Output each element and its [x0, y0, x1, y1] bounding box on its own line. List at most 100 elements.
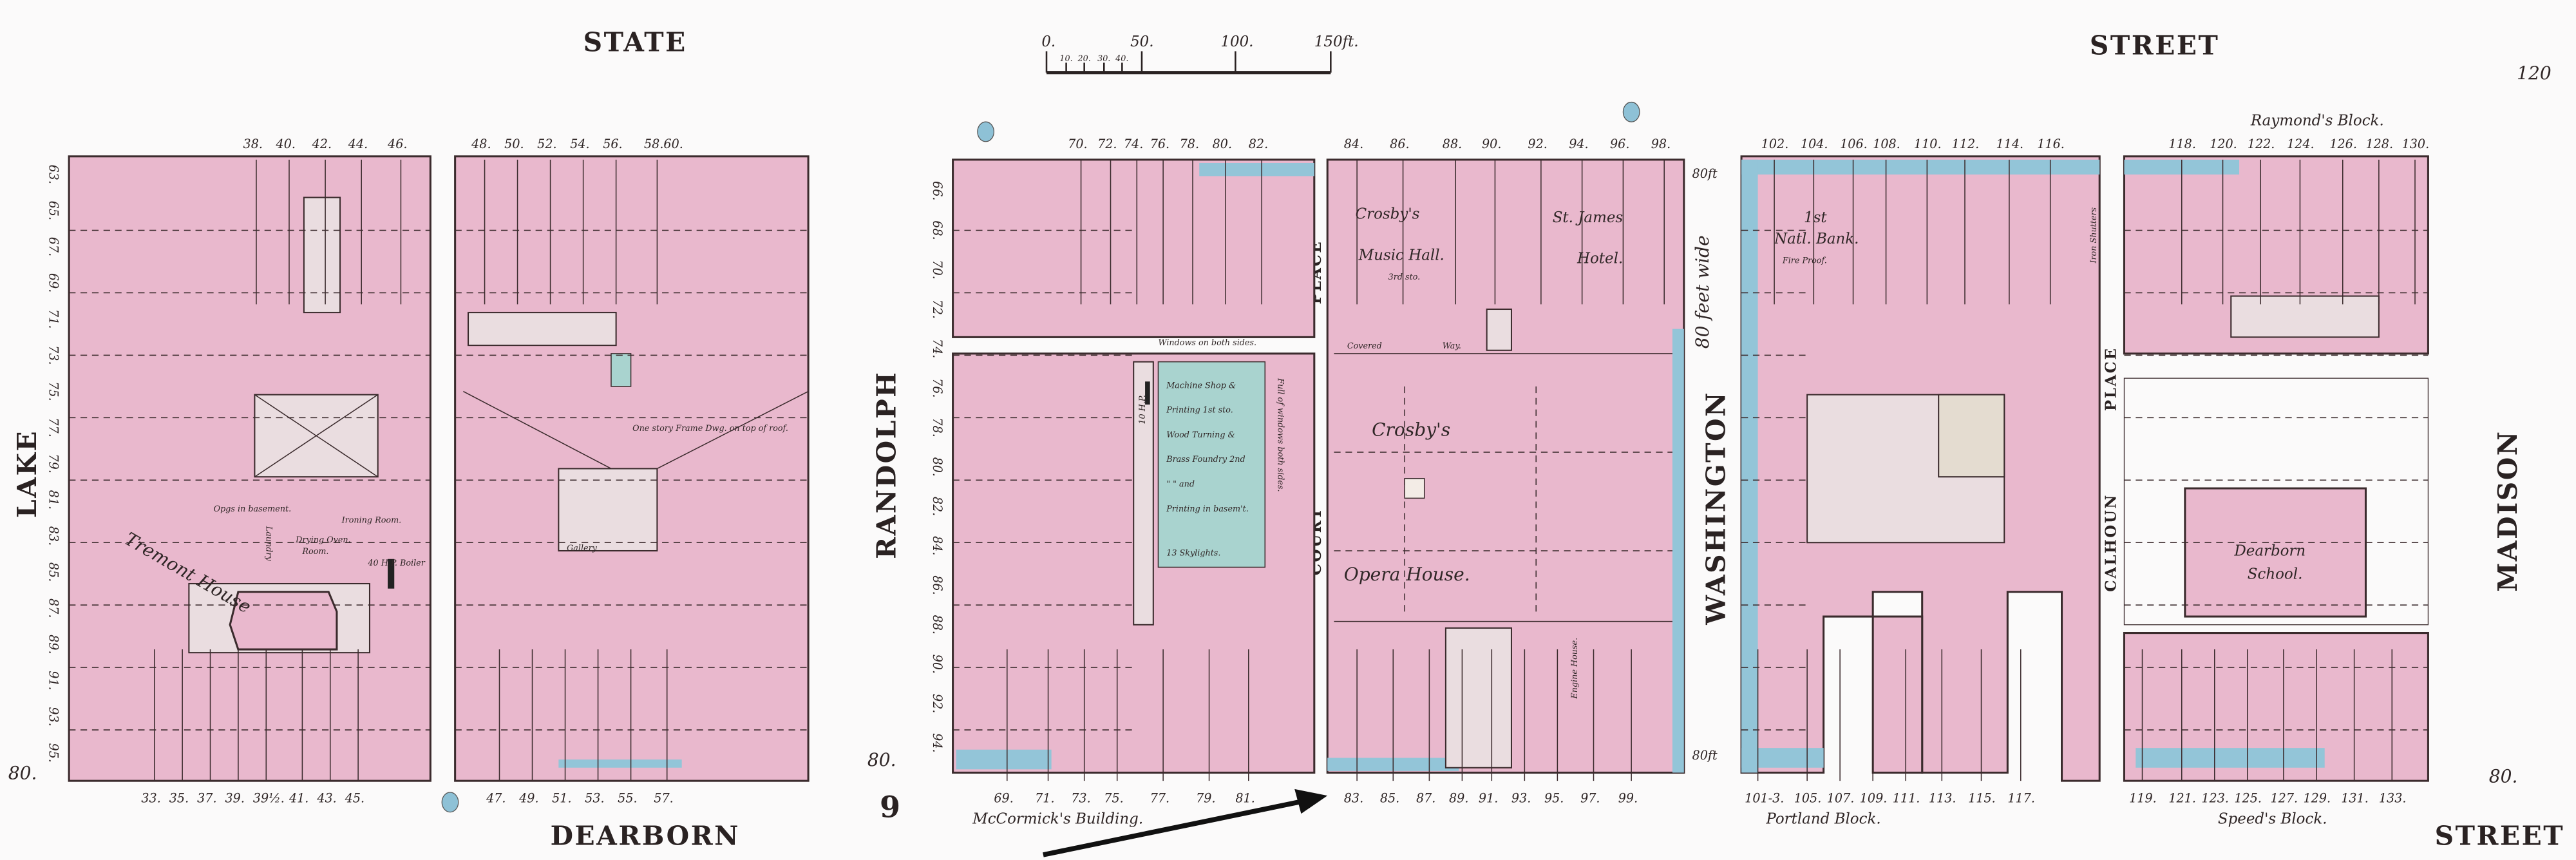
label-laundry: Laundry [263, 526, 273, 562]
house-number: 72. [1097, 137, 1117, 151]
house-number: 87. [1416, 790, 1435, 805]
hydrant-icon [977, 121, 995, 142]
house-number: 84. [930, 536, 945, 555]
corner-number: 120 [2517, 62, 2552, 84]
house-number: 97. [1580, 790, 1600, 805]
street-lake: LAKE [12, 430, 43, 518]
house-number: 89. [46, 635, 61, 654]
house-number: 90. [1482, 137, 1501, 151]
label-bank-1st: 1st [1804, 209, 1827, 226]
street-place-right: PLACE [2103, 347, 2120, 411]
house-number: 47. [486, 790, 506, 805]
house-number: 121. [2168, 790, 2196, 805]
machine-shop-notes: Machine Shop &Printing 1st sto.Wood Turn… [1166, 381, 1249, 558]
house-number: 94. [930, 733, 945, 752]
house-number: 129. [2304, 790, 2331, 805]
house-number: 35. [169, 790, 189, 805]
label-dearborn-school: Dearborn [2233, 543, 2306, 560]
house-number: 45. [345, 790, 365, 805]
house-number: 78. [1180, 137, 1199, 151]
label-engine-house: Engine House. [1570, 638, 1580, 700]
label-machine-shop: Brass Foundry 2nd [1166, 455, 1245, 464]
house-number: 105. [1794, 790, 1822, 805]
house-number: 56. [603, 137, 622, 151]
house-number: 55. [618, 790, 637, 805]
house-number: 65. [46, 201, 61, 220]
label-machine-shop: Machine Shop & [1166, 381, 1236, 390]
hydrant-icon [441, 792, 459, 813]
house-number: 51. [552, 790, 571, 805]
house-number: 70. [1068, 137, 1087, 151]
house-number: 85. [1380, 790, 1399, 805]
house-number: 98. [1651, 137, 1671, 151]
house-number: 88. [1443, 137, 1462, 151]
house-number: 91. [46, 671, 61, 690]
street-bottom: STREET [2435, 821, 2565, 852]
house-number: 90. [930, 655, 945, 674]
scale-150: 150ft. [1314, 33, 1359, 50]
house-number: 102. [1761, 137, 1789, 151]
house-number: 69. [46, 273, 61, 292]
house-number: 53. [585, 790, 604, 805]
house-number: 119. [2129, 790, 2157, 805]
label-ironing-room: Ironing Room. [341, 516, 402, 526]
house-number: 66. [930, 181, 945, 200]
house-number: 108. [1873, 137, 1900, 151]
house-numbers-top: 38.40.42.44.46.48.50.52.54.56.58.60.70.7… [243, 137, 2430, 151]
label-portland-block: Portland Block. [1765, 810, 1880, 827]
house-number: 41. [289, 790, 308, 805]
house-number: 79. [46, 454, 61, 473]
scale-bar: 0. 50. 100. 150ft. 10. 20. 30. 40. [1041, 33, 1359, 75]
house-number: 117. [2007, 790, 2035, 805]
house-number: 75. [1104, 790, 1123, 805]
house-number: 77. [46, 417, 61, 437]
house-number: 109. [1860, 790, 1888, 805]
scale-100: 100. [1220, 33, 1253, 50]
block-dearborn-school: Dearborn School. Raymond's Block. [2123, 112, 2429, 782]
house-number: 43. [316, 790, 336, 805]
house-number: 75. [46, 381, 61, 401]
house-number: 130. [2402, 137, 2430, 151]
house-number: 85. [46, 562, 61, 582]
house-number: 67. [46, 237, 61, 256]
house-number: 101-3. [1745, 790, 1784, 805]
street-top: STREET [2090, 30, 2220, 61]
house-number: 107. [1827, 790, 1855, 805]
house-number: 104. [1801, 137, 1828, 151]
label-machine-shop: " " and [1166, 480, 1195, 490]
label-speeds-block: Speed's Block. [2218, 810, 2327, 827]
house-number: 96. [1610, 137, 1629, 151]
label-machine-shop: 13 Skylights. [1166, 549, 1220, 559]
label-machine-shop: Printing in basem't. [1166, 504, 1249, 514]
house-number: 92. [1528, 137, 1547, 151]
house-number: 91. [1479, 790, 1498, 805]
street-width: 80ft [1692, 748, 1718, 763]
hydrant-icon [1622, 101, 1640, 122]
house-number: 93. [46, 707, 61, 726]
label-frame-dwelling: One story Frame Dwg. on top of roof. [632, 424, 788, 434]
label-boiler: 40 H.P. Boiler [367, 559, 425, 568]
house-number: 70. [930, 260, 945, 279]
house-number: 125. [2234, 790, 2262, 805]
scale-20: 20. [1077, 54, 1090, 64]
house-number: 111. [1893, 790, 1920, 805]
house-number: 71. [46, 309, 61, 329]
house-number: 39. [225, 790, 244, 805]
block-tremont: Tremont House Laundry Ironing Room. Dryi… [68, 155, 431, 782]
label-drying-oven: Drying Oven. [295, 535, 351, 545]
street-washington: WASHINGTON [1701, 391, 1732, 626]
label-windows-both-sides: Windows on both sides. [1158, 338, 1256, 348]
house-number: 128. [2365, 137, 2393, 151]
house-number: 72. [930, 300, 945, 319]
house-number: 58.60. [644, 137, 683, 151]
house-number: 54. [570, 137, 589, 151]
house-number: 69. [994, 790, 1013, 805]
house-number: 126. [2329, 137, 2357, 151]
house-number: 37. [197, 790, 216, 805]
house-number: 95. [1544, 790, 1564, 805]
house-number: 112. [1952, 137, 1980, 151]
street-width: 80. [867, 749, 896, 770]
house-number: 95. [46, 743, 61, 762]
house-number: 79. [1196, 790, 1215, 805]
